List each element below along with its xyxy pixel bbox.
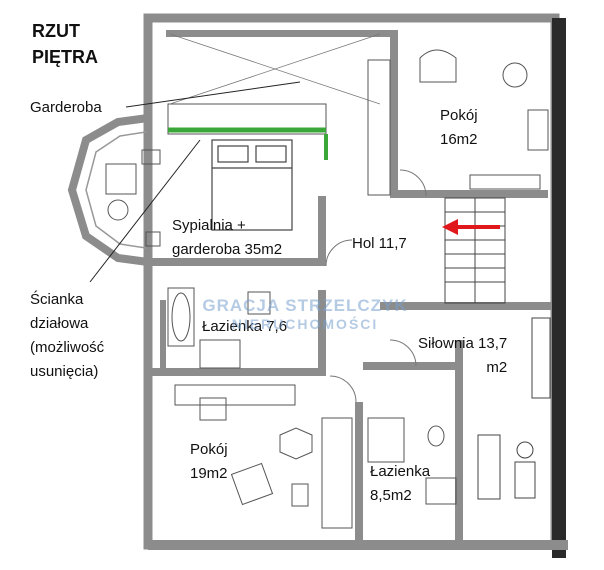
red-arrow (442, 219, 500, 235)
wall-bedroom-east (390, 30, 398, 198)
bathroom-lower-area: 8,5m2 (370, 487, 412, 504)
gym-name: Siłownia 13,7 (418, 335, 508, 352)
partition-line-3: (możliwość (30, 339, 105, 356)
wall-bath-upper-south (148, 368, 318, 376)
gym-label: Siłownia 13,7 m2 (418, 332, 507, 380)
room-south-area: 19m2 (190, 465, 228, 482)
partition-line-1: Ścianka (30, 291, 84, 308)
bay-window (67, 114, 149, 266)
wardrobe-label: Garderoba (30, 99, 102, 116)
gym-equipment (477, 317, 551, 500)
bathroom-lower-fixtures (321, 417, 457, 529)
double-bed (211, 139, 293, 231)
bay-furniture (105, 149, 161, 247)
wall-hall-west (318, 196, 326, 266)
watermark-line2: NIERUCHOMOŚCI (231, 316, 379, 332)
wall-corridor (363, 362, 463, 370)
partition-pointer (89, 139, 201, 283)
wall-gym-west (455, 340, 463, 540)
wall-gym-north (380, 302, 552, 310)
room-south-furniture (174, 384, 313, 507)
partition-label: Ścianka działowa (możliwość usunięcia) (30, 288, 104, 384)
watermark-line1: GRACJA STRZELCZYK (202, 296, 408, 315)
wall-bath-upper-east (318, 290, 326, 376)
room-south-label: Pokój 19m2 (190, 438, 228, 486)
bedroom-label: Sypialnia + garderoba 35m2 (172, 214, 282, 262)
plan-title-line1: RZUT (32, 21, 80, 41)
room-north-furniture (419, 49, 549, 190)
partition-line-4: usunięcia) (30, 363, 99, 380)
bedroom-name: Sypialnia + (172, 217, 246, 234)
bathroom-upper-label: Łazienka 7,6 (202, 318, 288, 335)
wardrobe-unit (167, 33, 381, 160)
door-arcs (325, 169, 427, 403)
room-north-area: 16m2 (440, 131, 478, 148)
wall-room-south-east (355, 402, 363, 542)
wall-bedroom-south (148, 258, 323, 266)
plan-title-line2: PIĘTRA (32, 47, 99, 67)
room-north-name: Pokój (440, 107, 478, 124)
bay-window-inner (85, 131, 147, 249)
room-north-label: Pokój 16m2 (440, 104, 478, 152)
bathtub (167, 287, 195, 347)
sink-upper (247, 291, 271, 315)
wardrobe-pointer (125, 81, 301, 108)
right-edge-wall (552, 18, 566, 558)
plan-title: RZUT PIĘTRA (32, 18, 98, 70)
staircase (444, 197, 506, 304)
wall-bedroom-north (166, 30, 396, 37)
gym-area: m2 (486, 359, 508, 376)
bottom-edge-wall (148, 540, 568, 550)
hall-label: Hol 11,7 (352, 235, 407, 252)
partition-line-2: działowa (30, 315, 89, 332)
closet-column (367, 59, 391, 196)
wall-partition (160, 300, 166, 370)
agency-watermark: GRACJA STRZELCZYK NIERUCHOMOŚCI (160, 296, 450, 332)
bathroom-lower-name: Łazienka (370, 463, 431, 480)
bathroom-lower-label: Łazienka 8,5m2 (370, 460, 430, 508)
wall-room-north-divider (398, 190, 548, 198)
room-south-name: Pokój (190, 441, 228, 458)
bedroom-area: garderoba 35m2 (172, 241, 283, 258)
shower-upper (199, 339, 241, 369)
